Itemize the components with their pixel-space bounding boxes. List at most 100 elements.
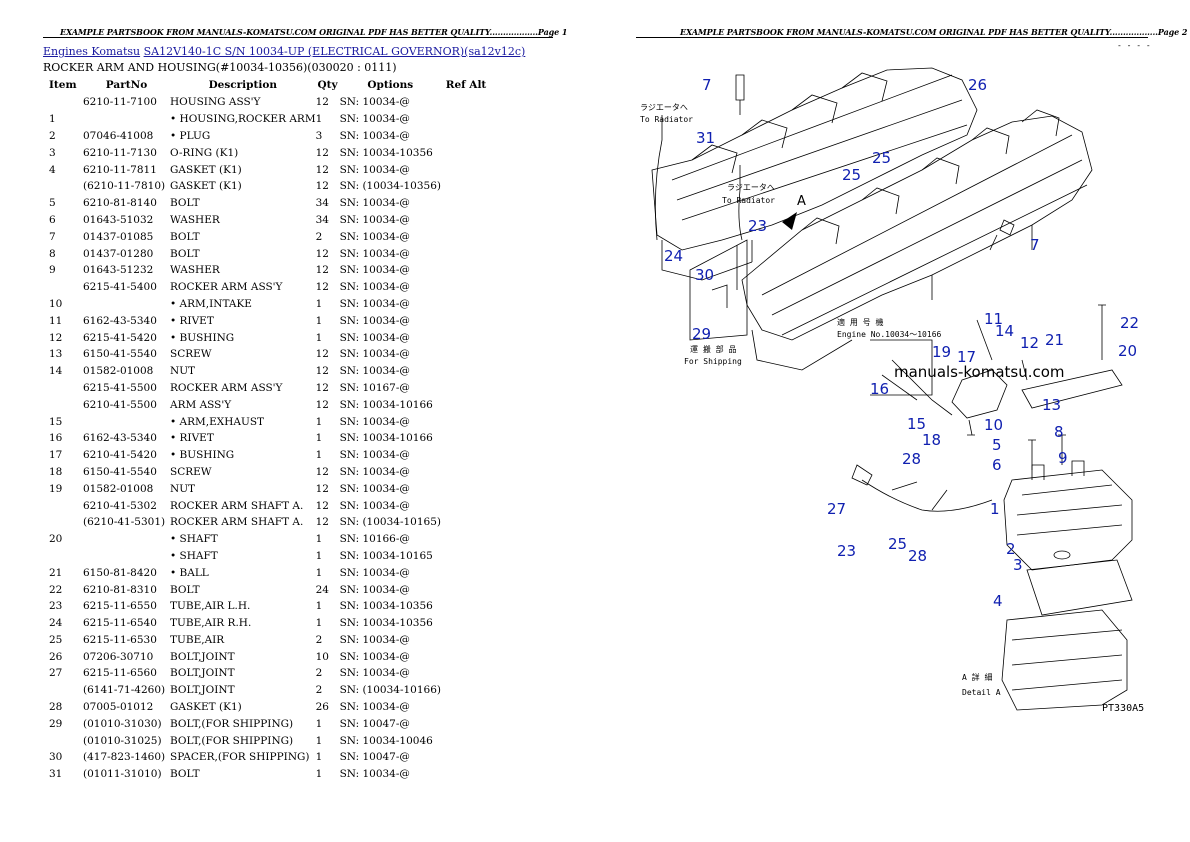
cell-description: NUT [170, 482, 196, 495]
cell-options: SN: 10034-@ [339, 281, 410, 294]
cell-options: SN: 10034-@ [339, 197, 410, 210]
cell-qty: 1 [315, 751, 323, 764]
cell-ref-alt [441, 581, 491, 598]
callout-number: 23 [837, 542, 856, 560]
cell-qty: 34 [315, 197, 329, 210]
cell-ref-alt [441, 262, 491, 279]
exploded-parts-diagram: ラジエータへ To Radiator ラジエータへ To Radiator A … [640, 41, 1151, 714]
cell-description: ROCKER ARM ASS'Y [170, 381, 283, 394]
for-shipping-jp-label: 運 搬 部 品 [690, 344, 736, 354]
to-radiator-jp-label-2: ラジエータへ [727, 183, 775, 192]
cell-item: 21 [49, 566, 63, 579]
cell-ref-alt [441, 480, 491, 497]
cell-partno: 6215-11-6530 [83, 633, 157, 646]
callout-number: 8 [1054, 423, 1064, 441]
callout-number: 24 [664, 247, 683, 265]
cell-description: BOLT,(FOR SHIPPING) [170, 717, 294, 730]
cell-options: SN: 10034-@ [339, 96, 410, 109]
cell-item [43, 497, 83, 514]
cell-partno: 6162-43-5340 [83, 432, 157, 445]
callout-number: 16 [870, 380, 889, 398]
cell-qty: 12 [315, 281, 329, 294]
callout-number: 25 [842, 166, 861, 184]
cell-ref-alt [441, 312, 491, 329]
cell-ref-alt [441, 615, 491, 632]
callout-number: 2 [1006, 540, 1016, 558]
cell-qty: 2 [315, 633, 323, 646]
cell-ref-alt [441, 94, 491, 111]
cell-partno [83, 531, 170, 548]
detail-a-arrow-icon [782, 212, 797, 230]
breadcrumb-link-engines[interactable]: Engines Komatsu [43, 45, 141, 58]
cell-qty: 1 [315, 533, 323, 546]
cell-item: 20 [49, 533, 63, 546]
cell-description: BOLT [170, 583, 200, 596]
cell-partno: 6210-81-8310 [83, 583, 157, 596]
cell-ref-alt [441, 178, 491, 195]
callout-number: 14 [995, 322, 1014, 340]
cell-options: SN: 10034-@ [339, 633, 410, 646]
cell-description: ROCKER ARM SHAFT A. [170, 516, 304, 529]
cell-item [43, 514, 83, 531]
cell-ref-alt [441, 715, 491, 732]
cell-description: BOLT [170, 197, 200, 210]
cell-ref-alt [441, 245, 491, 262]
cell-qty: 12 [315, 348, 329, 361]
column-header-ref-alt: Ref Alt [445, 79, 487, 91]
cell-item: 22 [49, 583, 63, 596]
cell-qty: 1 [315, 768, 323, 781]
cell-qty: 12 [315, 365, 329, 378]
cell-partno: 01643-51032 [83, 213, 154, 226]
cell-partno [83, 296, 170, 313]
cell-ref-alt [441, 279, 491, 296]
cell-options: SN: 10034-@ [339, 465, 410, 478]
callout-number: 5 [992, 436, 1002, 454]
cell-description: • BALL [170, 566, 209, 579]
cell-item [43, 380, 83, 397]
watermark-text: manuals-komatsu.com [894, 363, 1065, 381]
cell-item: 11 [49, 314, 63, 327]
cell-ref-alt [441, 161, 491, 178]
cell-options: SN: (10034-10356) [339, 180, 442, 193]
cell-item: 28 [49, 701, 63, 714]
cell-options: SN: 10034-@ [339, 213, 410, 226]
column-header-description: Description [208, 79, 277, 91]
cell-options: SN: 10034-10356 [339, 600, 433, 613]
cell-item: 29 [49, 717, 63, 730]
cell-description: TUBE,AIR L.H. [170, 600, 251, 613]
cell-options: SN: 10034-@ [339, 499, 410, 512]
callout-number: 28 [908, 547, 927, 565]
cell-item: 5 [49, 197, 56, 210]
cell-options: SN: 10034-10046 [339, 734, 433, 747]
callout-number: 25 [888, 535, 907, 553]
cell-partno: 01643-51232 [83, 264, 154, 277]
page-header-right: EXAMPLE PARTSBOOK FROM MANUALS-KOMATSU.C… [680, 27, 1188, 37]
cell-item: 14 [49, 365, 63, 378]
callout-number: 28 [902, 450, 921, 468]
cell-qty: 2 [315, 230, 323, 243]
cell-item: 2 [49, 129, 56, 142]
cell-qty: 1 [315, 566, 323, 579]
cell-partno: (417-823-1460) [83, 751, 166, 764]
cell-qty: 12 [315, 264, 329, 277]
cell-qty: 12 [315, 465, 329, 478]
cell-description: HOUSING ASS'Y [170, 96, 261, 109]
cell-description: BOLT,JOINT [170, 684, 235, 697]
cell-qty: 1 [315, 415, 323, 428]
cell-description: WASHER [170, 264, 220, 277]
cell-partno: 6215-41-5420 [83, 331, 157, 344]
cell-ref-alt [441, 699, 491, 716]
cell-item: 17 [49, 449, 63, 462]
callout-number: 26 [968, 76, 987, 94]
cell-ref-alt [441, 430, 491, 447]
breadcrumb: Engines Komatsu SA12V140-1C S/N 10034-UP… [43, 45, 525, 58]
breadcrumb-link-model[interactable]: SA12V140-1C S/N 10034-UP (ELECTRICAL GOV… [143, 45, 526, 58]
cell-item: 26 [49, 650, 63, 663]
